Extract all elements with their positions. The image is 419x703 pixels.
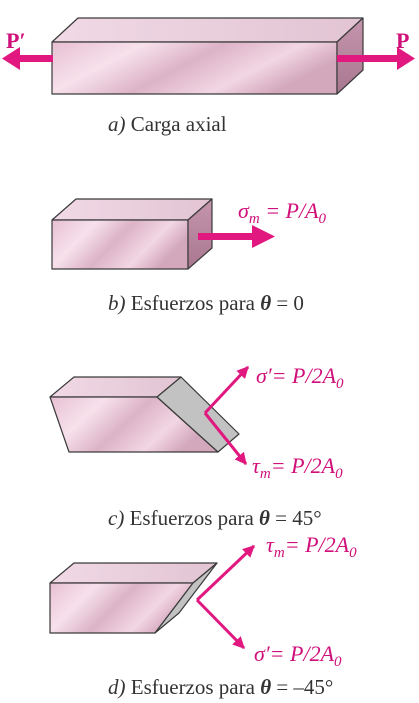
cut-block-front-face	[51, 219, 189, 270]
right-force-arrow	[337, 47, 415, 70]
shear-stress-label: τm= P/2A0	[252, 453, 343, 482]
bar-top-face	[51, 17, 364, 43]
bar-front-face	[51, 41, 338, 95]
shear-stress-label: τm= P/2A0	[266, 532, 357, 561]
normal-stress-arrow	[203, 365, 250, 415]
caption-b: b) Esfuerzos para θ = 0	[108, 291, 304, 315]
caption-a: a) Carga axial	[108, 112, 227, 136]
oblique-cut-face	[154, 562, 218, 634]
cut-block	[51, 198, 213, 270]
normal-stress-label: σm = P/A0	[238, 198, 327, 227]
shear-stress-arrow	[195, 544, 256, 602]
shear-stress-arrow	[203, 412, 248, 465]
right-force-label: P	[396, 28, 409, 53]
caption-c: c) Esfuerzos para θ = 45°	[108, 506, 322, 530]
oblique-cut-face	[156, 376, 240, 453]
oblique-block-front-face	[49, 582, 194, 634]
normal-stress-label: σ′= P/2A0	[254, 641, 342, 670]
panel-b: σm = P/A0 b) Esfuerzos para θ = 0	[51, 198, 327, 315]
normal-stress-label: σ′= P/2A0	[256, 363, 344, 392]
cut-block-top-face	[51, 198, 213, 221]
left-force-arrow	[2, 47, 53, 70]
panel-a: P′ P a) Carga axial	[2, 17, 415, 136]
caption-d: d) Esfuerzos para θ = –45°	[108, 675, 333, 699]
normal-stress-arrow	[198, 225, 275, 248]
bar-block	[51, 17, 364, 95]
oblique-block-top-face	[49, 562, 218, 584]
oblique-block-neg45	[49, 562, 218, 634]
panel-d: τm= P/2A0 σ′= P/2A0 d) Esfuerzos para θ …	[49, 532, 357, 699]
oblique-block-45	[49, 376, 240, 453]
normal-stress-arrow	[195, 598, 246, 650]
panel-c: σ′= P/2A0 τm= P/2A0 c) Esfuerzos para θ …	[49, 363, 344, 530]
left-force-label: P′	[6, 28, 26, 53]
